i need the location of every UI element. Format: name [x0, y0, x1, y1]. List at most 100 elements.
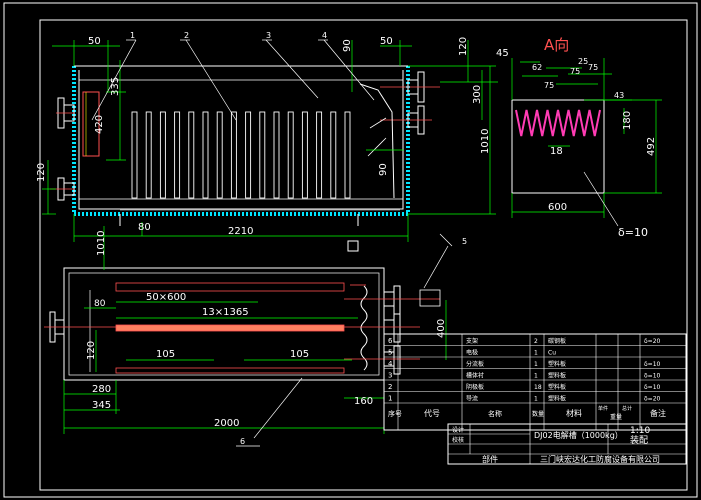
th-material: 材料 — [566, 408, 582, 418]
dim-1010-bottom: 1010 — [96, 231, 107, 256]
table-cell-qty: 18 — [534, 384, 542, 391]
callout-6-leader — [253, 377, 303, 439]
dim-335: 335 — [110, 77, 121, 96]
dim-120-right: 120 — [458, 37, 469, 56]
dim-43: 43 — [614, 91, 624, 100]
callout-5-leader — [423, 245, 449, 289]
dim-75-b: 75 — [544, 81, 554, 90]
cut-mark-upper — [439, 233, 453, 247]
checker-label: 校核 — [452, 436, 464, 444]
callout-1: 1 — [130, 31, 135, 40]
cathode-plate — [344, 111, 351, 199]
dim-120-bottom: 120 — [86, 341, 97, 360]
company-name: 三门峡宏达化工防腐设备有限公司 — [540, 454, 660, 464]
callout-2: 2 — [184, 31, 189, 40]
inlet-flange-upper — [56, 97, 75, 129]
cathode-plate — [245, 111, 252, 199]
dim-50-left: 50 — [88, 36, 101, 47]
bottom-view-dim-lines — [63, 226, 447, 434]
table-cell-note: δ=10 — [644, 384, 661, 391]
cathode-plates — [131, 111, 351, 199]
callout-3: 3 — [266, 31, 271, 40]
table-cell-material: 塑料板 — [548, 383, 566, 391]
dim-75-c: 75 — [588, 63, 598, 72]
dim-90-top: 90 — [342, 39, 353, 52]
table-cell-no: 5 — [388, 349, 392, 357]
dim-492: 492 — [646, 137, 657, 156]
cathode-plate — [259, 111, 266, 199]
parts-table-frame — [383, 333, 687, 431]
tank-lining — [72, 66, 410, 216]
table-cell-name: 电极 — [466, 349, 478, 357]
dim-25: 25 — [578, 57, 588, 66]
outer-frame — [3, 2, 698, 498]
th-name: 名称 — [488, 409, 502, 418]
title-block — [447, 423, 687, 465]
cathode-plate — [316, 111, 323, 199]
table-cell-qty: 1 — [534, 396, 538, 403]
table-cell-no: 2 — [388, 383, 392, 391]
dim-80-bottom: 80 — [94, 299, 106, 309]
dim-1010-right: 1010 — [480, 129, 491, 154]
cathode-plate — [202, 111, 209, 199]
table-cell-name: 阴极板 — [466, 383, 484, 391]
th-note: 备注 — [650, 408, 666, 418]
diversion-plate — [359, 83, 395, 199]
dim-280: 280 — [92, 384, 111, 395]
dim-180: 180 — [622, 111, 633, 130]
dim-75-a: 75 — [570, 67, 580, 76]
table-cell-note: δ=10 — [644, 373, 661, 380]
a-view-body — [511, 100, 605, 194]
table-cell-qty: 1 — [534, 350, 538, 357]
table-cell-material: 碳钢板 — [548, 337, 566, 345]
diversion-arrows — [367, 117, 387, 157]
bottom-tank-inner — [68, 272, 380, 376]
inlet-flange-lower — [50, 177, 75, 201]
thickness-note: δ=10 — [618, 226, 648, 239]
th-total-weight: 总计 — [622, 405, 632, 412]
dim-300: 300 — [472, 85, 483, 104]
dim-120-left: 120 — [36, 163, 47, 182]
th-unit-weight: 单件 — [598, 405, 608, 412]
table-cell-note: δ=10 — [644, 361, 661, 368]
dim-345: 345 — [92, 400, 111, 411]
dim-420: 420 — [94, 115, 105, 134]
table-cell-note: δ=20 — [644, 396, 661, 403]
electrode-lower — [115, 367, 345, 374]
cathode-plate — [216, 111, 223, 199]
dim-400: 400 — [436, 319, 447, 338]
bottom-view — [44, 267, 441, 381]
top-view — [50, 65, 440, 252]
part-label: 部件 — [482, 454, 498, 464]
table-cell-note: δ=20 — [644, 338, 661, 345]
scale-value: 1:10 — [630, 426, 650, 436]
tank-inner-wall — [78, 70, 404, 210]
view-label: A向 — [544, 36, 569, 54]
electrode-middle — [115, 324, 345, 332]
table-cell-material: Cu — [548, 350, 556, 357]
dim-13x1365: 13×1365 — [202, 307, 249, 318]
dim-160: 160 — [354, 396, 373, 407]
dim-18: 18 — [550, 146, 563, 157]
dim-50-right: 50 — [380, 36, 393, 47]
cathode-plate — [188, 111, 195, 199]
outlet-flange-upper — [380, 71, 440, 103]
labels: A向 1 2 3 4 5 6 50 335 420 120 80 2210 10… — [36, 31, 666, 464]
table-cell-material: 塑料板 — [548, 395, 566, 403]
table-cell-name: 导流 — [466, 395, 478, 403]
cathode-plate — [330, 111, 337, 199]
corrugated-plate — [515, 109, 601, 137]
callout-6: 6 — [240, 437, 245, 446]
dim-105-left: 105 — [156, 349, 175, 360]
cathode-plate — [230, 111, 237, 199]
electrode-upper — [115, 282, 345, 292]
guide-plate-left — [82, 91, 100, 157]
dim-600: 600 — [548, 202, 567, 213]
thickness-leader — [583, 171, 619, 227]
dim-80: 80 — [138, 222, 151, 233]
electrode-bracket — [419, 289, 441, 307]
table-cell-name: 支架 — [466, 337, 478, 345]
table-cell-name: 槽体衬 — [466, 372, 484, 380]
dim-62: 62 — [532, 63, 542, 72]
table-cell-name: 分流板 — [466, 360, 484, 368]
